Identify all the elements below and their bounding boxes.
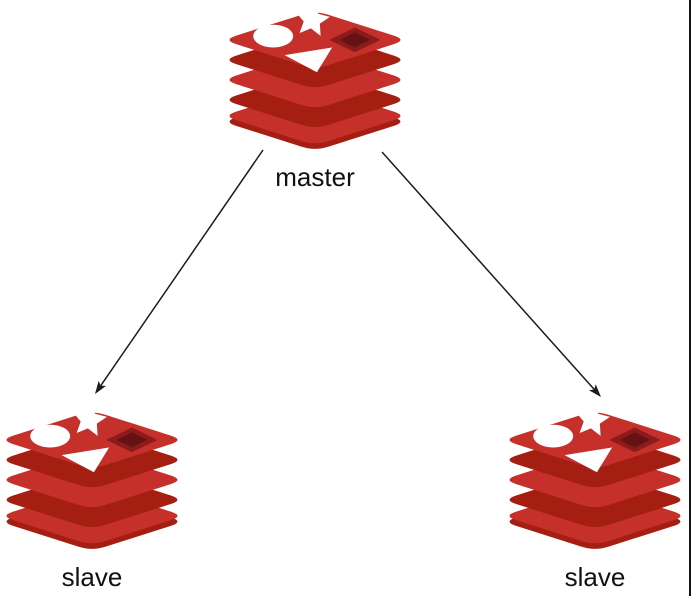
replication-arrow-line bbox=[100, 149, 264, 387]
replication-arrow-line bbox=[381, 151, 595, 391]
node-master: master bbox=[220, 0, 410, 191]
slave-left-label: slave bbox=[61, 561, 123, 592]
redis-database-icon bbox=[0, 400, 187, 554]
arrowhead-icon bbox=[95, 380, 107, 394]
master-label: master bbox=[275, 161, 355, 192]
node-slave-right: slave bbox=[500, 400, 690, 591]
node-slave-left: slave bbox=[0, 400, 187, 591]
window-edge-line bbox=[689, 0, 691, 596]
redis-database-icon bbox=[220, 0, 410, 154]
arrowhead-icon bbox=[588, 384, 601, 397]
slave-right-label: slave bbox=[564, 561, 626, 592]
redis-database-icon bbox=[500, 400, 690, 554]
